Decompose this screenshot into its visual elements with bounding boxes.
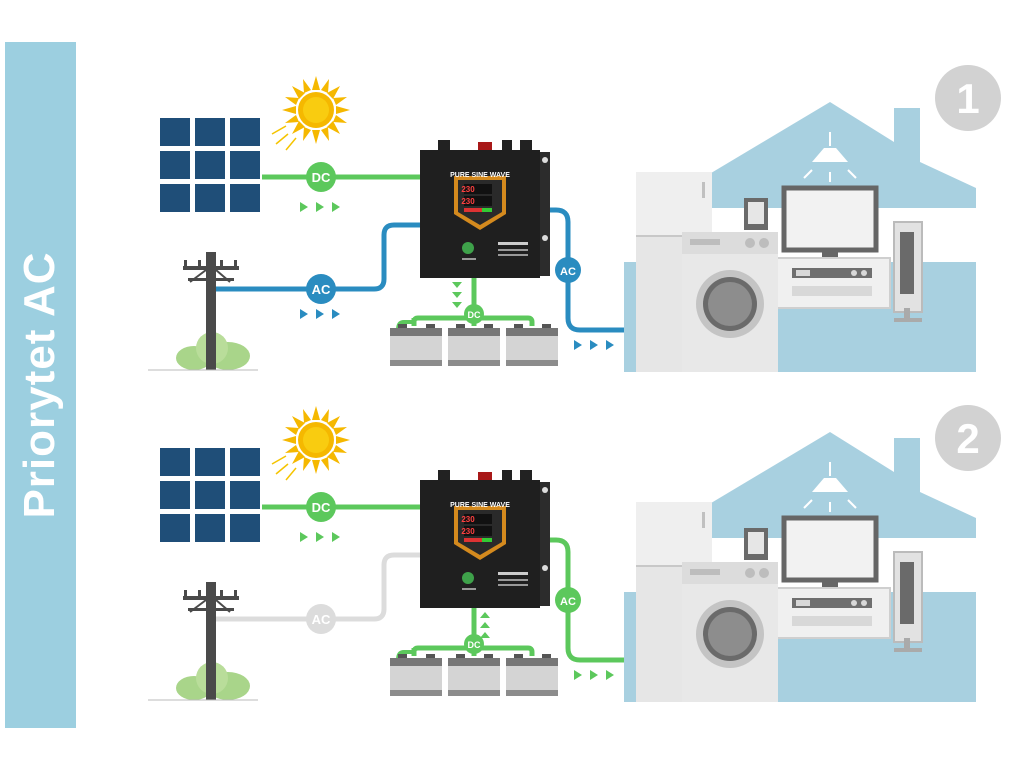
svg-text:AC: AC	[560, 596, 576, 608]
battery-icon	[390, 324, 442, 366]
dc-flow-arrows	[300, 202, 340, 212]
inverter-display-line2: 230	[461, 197, 475, 206]
inverter-icon	[420, 140, 550, 278]
svg-text:AC: AC	[312, 282, 331, 297]
inverter-display-line2: 230	[461, 527, 475, 536]
battery-flow-arrows	[480, 612, 490, 638]
power-pole-icon	[147, 251, 259, 371]
inverter-title: PURE SINE WAVE	[450, 502, 510, 509]
solar-panel-icon	[160, 118, 260, 212]
house-icon	[624, 432, 976, 702]
svg-text:DC: DC	[312, 500, 331, 515]
ac-out-flow-arrows	[574, 670, 614, 680]
svg-text:DC: DC	[312, 170, 331, 185]
svg-text:DC: DC	[468, 310, 481, 320]
sidebar-band	[5, 42, 76, 728]
battery-icon	[448, 324, 500, 366]
house-icon	[624, 102, 976, 372]
battery-icon	[390, 654, 442, 696]
svg-text:DC: DC	[468, 640, 481, 650]
power-pole-icon	[147, 581, 259, 701]
scenario-number-badge: 1	[935, 65, 1001, 131]
ac-input-badge: AC	[306, 274, 336, 304]
dc-badge: DC	[306, 162, 336, 192]
battery-icon	[448, 654, 500, 696]
scenario-2: 2 PURE SINE WAVE 230 230 DC AC	[147, 405, 1001, 702]
battery-icon	[506, 654, 558, 696]
ac-input-badge: AC	[306, 604, 336, 634]
battery-flow-arrows	[452, 282, 462, 308]
ac-flow-arrows	[300, 309, 340, 319]
solar-panel-icon	[160, 448, 260, 542]
svg-text:2: 2	[956, 415, 979, 462]
svg-text:1: 1	[956, 75, 979, 122]
scenario-1: 1 PURE SINE WAVE 230 230	[147, 65, 1001, 372]
battery-icon	[506, 324, 558, 366]
scenario-number-badge: 2	[935, 405, 1001, 471]
ac-output-badge: AC	[555, 257, 581, 283]
inverter-display-line1: 230	[461, 185, 475, 194]
dc-badge: DC	[306, 492, 336, 522]
ac-out-flow-arrows	[574, 340, 614, 350]
inverter-title: PURE SINE WAVE	[450, 172, 510, 179]
svg-text:AC: AC	[312, 612, 331, 627]
svg-text:AC: AC	[560, 266, 576, 278]
sun-icon	[271, 405, 351, 481]
battery-dc-badge: DC	[464, 304, 484, 324]
dc-flow-arrows	[300, 532, 340, 542]
inverter-display-line1: 230	[461, 515, 475, 524]
sun-icon	[271, 75, 351, 151]
ac-output-badge: AC	[555, 587, 581, 613]
inverter-icon	[420, 470, 550, 608]
battery-dc-badge: DC	[464, 634, 484, 654]
